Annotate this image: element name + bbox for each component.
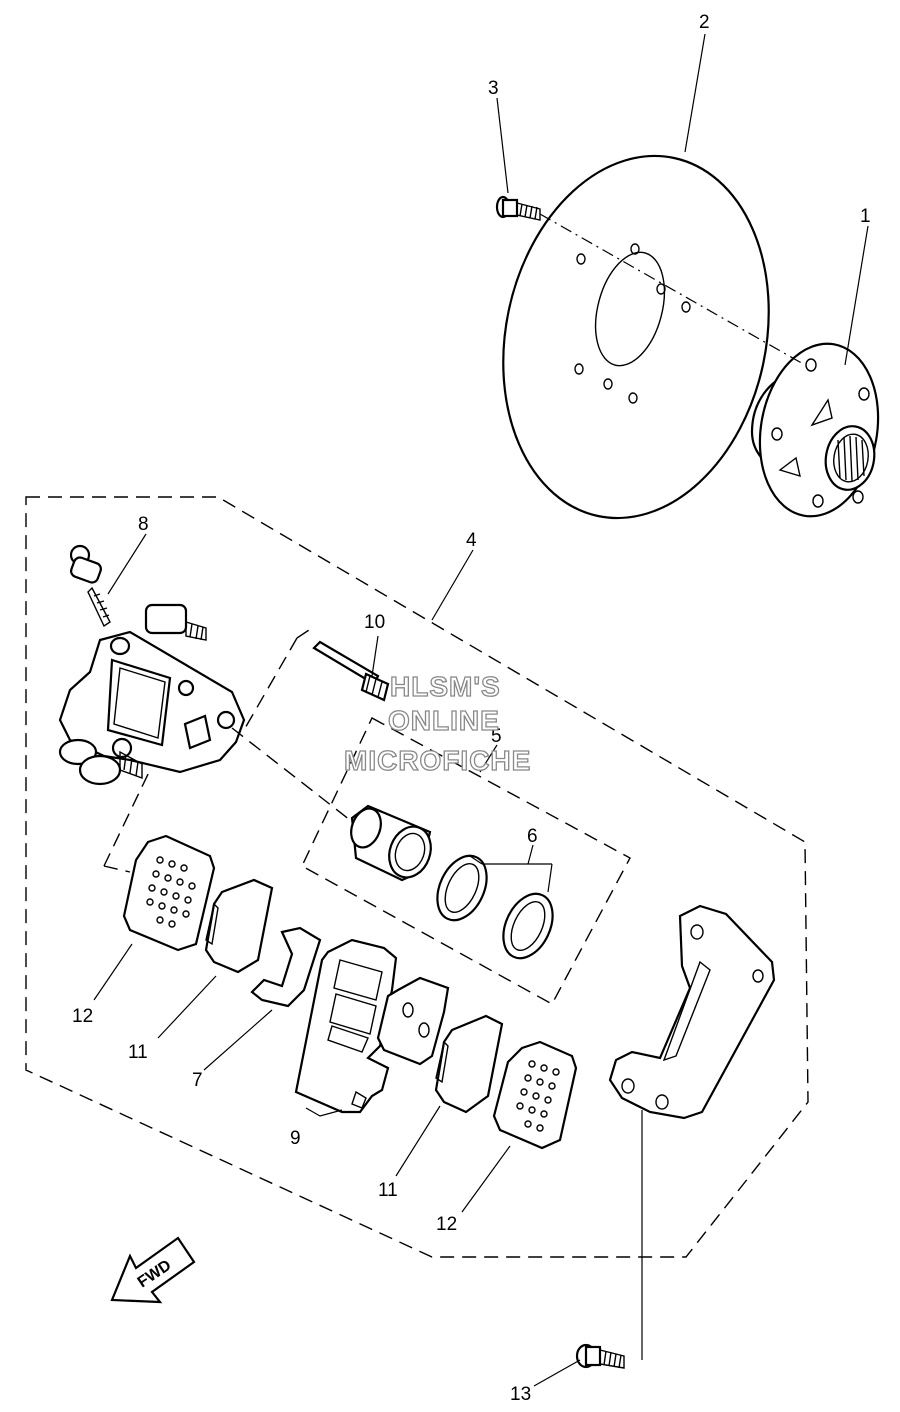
callout-2: 2 <box>699 12 710 33</box>
caliper-body[interactable] <box>58 603 246 786</box>
callout-12a: 12 <box>72 1006 93 1027</box>
bracket-bolt[interactable] <box>575 1343 625 1369</box>
callout-5: 5 <box>491 726 502 747</box>
callout-13: 13 <box>510 1384 531 1405</box>
watermark-line-1: HLSM'S <box>390 671 501 702</box>
mounting-bracket[interactable] <box>608 904 776 1120</box>
brake-pad-left[interactable] <box>204 878 274 974</box>
callout-8: 8 <box>138 514 149 535</box>
callout-7: 7 <box>192 1070 203 1091</box>
callout-3: 3 <box>488 78 499 99</box>
watermark-line-3: MICROFICHE <box>344 745 531 776</box>
watermark-line-2: ONLINE <box>388 705 500 736</box>
callout-11a: 11 <box>128 1042 148 1063</box>
callout-12b: 12 <box>436 1214 457 1235</box>
callout-10: 10 <box>364 612 385 633</box>
callout-4: 4 <box>466 530 477 551</box>
watermark: HLSM'S ONLINE MICROFICHE <box>343 670 531 776</box>
pad-holder-plate[interactable] <box>376 976 450 1066</box>
pad-spring[interactable] <box>250 926 322 1008</box>
pad-shim-right[interactable] <box>492 1040 578 1150</box>
piston[interactable] <box>346 804 438 883</box>
caliper-bracket[interactable] <box>294 938 398 1114</box>
fwd-arrow-icon: FWD <box>110 1236 196 1304</box>
callout-1: 1 <box>860 206 871 227</box>
disc-bolt[interactable] <box>495 195 541 221</box>
callout-6: 6 <box>527 826 538 847</box>
piston-seal[interactable] <box>428 848 497 928</box>
brake-pad-right[interactable] <box>434 1014 504 1114</box>
callout-11b: 11 <box>378 1180 398 1201</box>
dust-seal[interactable] <box>494 886 563 966</box>
pad-shim-left[interactable] <box>122 834 216 952</box>
pad-pin[interactable] <box>312 640 390 702</box>
hub[interactable] <box>747 334 891 525</box>
bleed-screw[interactable] <box>69 544 111 628</box>
callout-9: 9 <box>290 1128 301 1149</box>
brake-disc[interactable] <box>471 131 801 543</box>
